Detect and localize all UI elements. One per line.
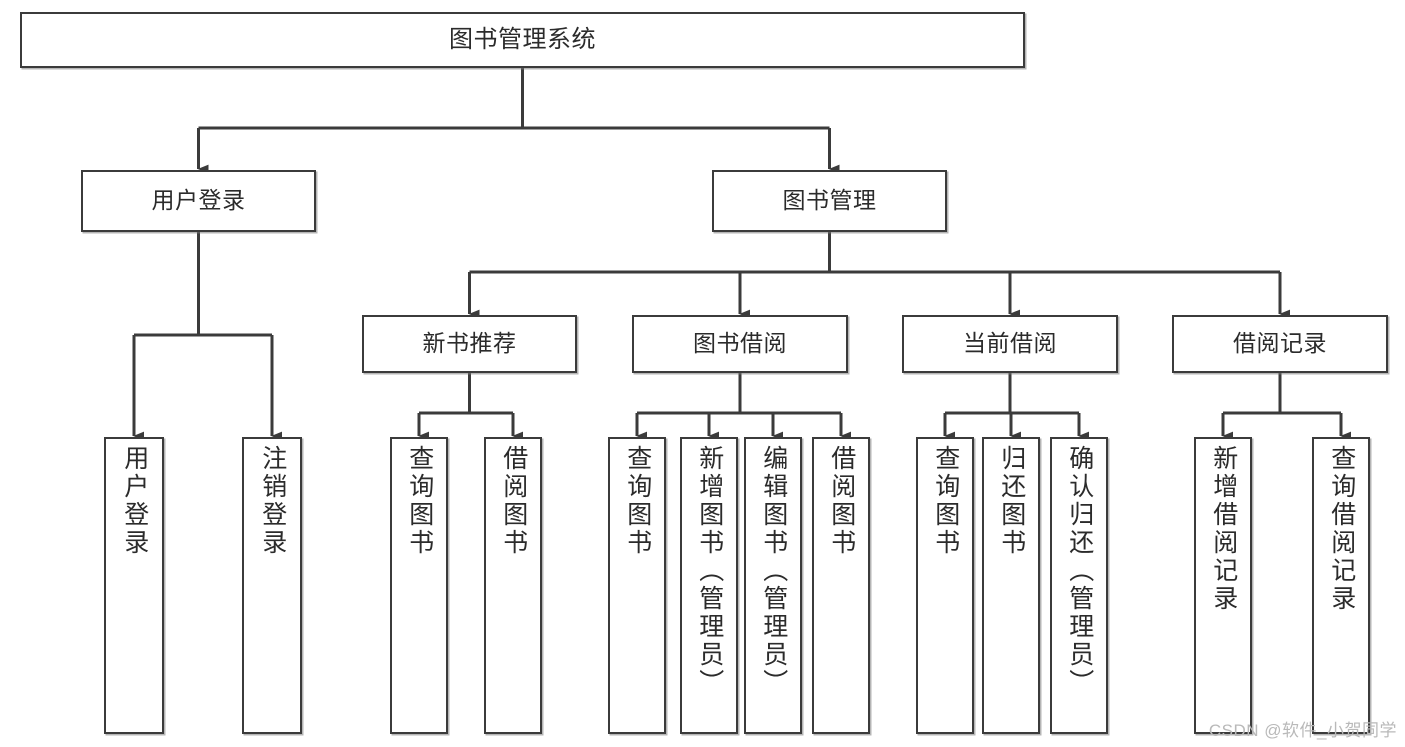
leaf-current-confirm-return-admin[interactable]: 确认归还（管理员） [1050, 437, 1108, 734]
node-label: 新书推荐 [422, 330, 517, 357]
node-label: 当前借阅 [963, 330, 1057, 357]
leaf-new-query-book[interactable]: 查询图书 [390, 437, 448, 734]
leaf-borrow-add-book-admin[interactable]: 新增图书（管理员） [680, 437, 738, 734]
node-borrow-record[interactable]: 借阅记录 [1172, 315, 1388, 373]
leaf-borrow-query-book[interactable]: 查询图书 [608, 437, 666, 734]
leaf-record-query[interactable]: 查询借阅记录 [1312, 437, 1370, 734]
node-label: 借阅图书 [827, 445, 856, 557]
node-current-borrow[interactable]: 当前借阅 [902, 315, 1118, 373]
node-root[interactable]: 图书管理系统 [20, 12, 1025, 68]
node-label: 图书借阅 [693, 330, 787, 357]
leaf-user-login[interactable]: 用户登录 [104, 437, 164, 734]
node-label: 新增借阅记录 [1209, 445, 1238, 613]
leaf-new-borrow-book[interactable]: 借阅图书 [484, 437, 542, 734]
node-user-login-module[interactable]: 用户登录 [81, 170, 316, 232]
node-label: 查询图书 [931, 445, 960, 557]
node-label: 查询图书 [623, 445, 652, 557]
leaf-borrow-borrow-book[interactable]: 借阅图书 [812, 437, 870, 734]
node-label: 编辑图书（管理员） [759, 445, 788, 697]
node-book-borrow[interactable]: 图书借阅 [632, 315, 848, 373]
node-label: 用户登录 [151, 187, 246, 214]
node-label: 查询图书 [405, 445, 434, 557]
node-label: 借阅记录 [1233, 330, 1327, 357]
node-label: 归还图书 [997, 445, 1026, 557]
node-label: 确认归还（管理员） [1065, 445, 1094, 697]
leaf-current-query-book[interactable]: 查询图书 [916, 437, 974, 734]
node-new-book-recommend[interactable]: 新书推荐 [362, 315, 577, 373]
leaf-user-logout[interactable]: 注销登录 [242, 437, 302, 734]
node-book-management-module[interactable]: 图书管理 [712, 170, 947, 232]
node-label: 新增图书（管理员） [695, 445, 724, 697]
node-label: 图书管理 [782, 187, 877, 214]
node-label: 查询借阅记录 [1327, 445, 1356, 613]
node-label: 注销登录 [258, 445, 287, 557]
node-label: 借阅图书 [499, 445, 528, 557]
leaf-borrow-edit-book-admin[interactable]: 编辑图书（管理员） [744, 437, 802, 734]
leaf-record-add[interactable]: 新增借阅记录 [1194, 437, 1252, 734]
leaf-current-return-book[interactable]: 归还图书 [982, 437, 1040, 734]
node-label: 用户登录 [120, 445, 149, 557]
node-label: 图书管理系统 [449, 25, 596, 53]
